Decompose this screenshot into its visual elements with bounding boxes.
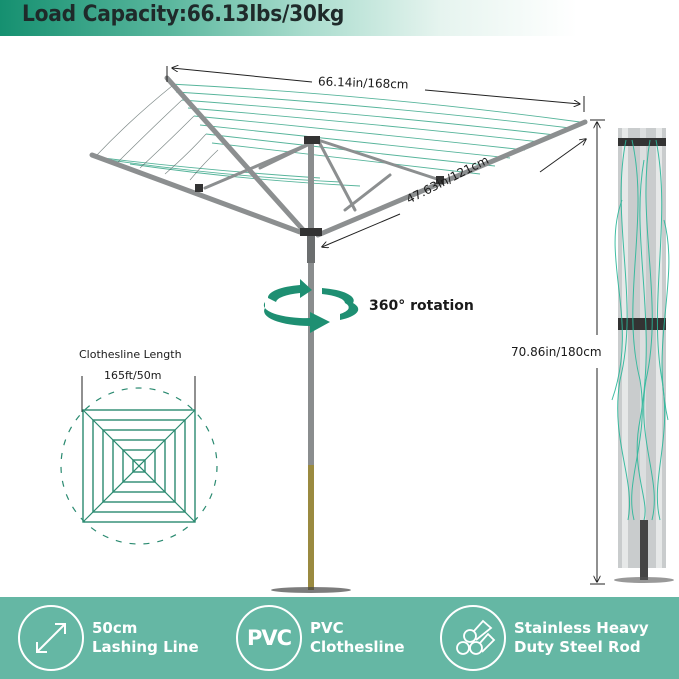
clothesline-drawing [60,36,674,593]
feature-pvc-clothesline: PVC PVC Clothesline [236,597,405,679]
feature-line2: Lashing Line [92,638,199,656]
clothesline-length-value: 165ft/50m [104,369,162,382]
clothesline-length-title: Clothesline Length [79,348,182,361]
diagonal-arrow-icon [18,605,84,671]
height-dimension: 70.86in/180cm [511,345,602,359]
feature-line1: 50cm [92,619,138,637]
load-capacity-title: Load Capacity:66.13lbs/30kg [22,2,345,27]
feature-line1: PVC [310,619,344,637]
feature-lashing-line: 50cm Lashing Line [18,597,199,679]
line-grid-icon [60,376,218,545]
features-banner: 50cm Lashing Line PVC PVC Clothesline St… [0,597,679,679]
feature-steel-rod: Stainless Heavy Duty Steel Rod [440,597,649,679]
header-banner: Load Capacity:66.13lbs/30kg [0,0,679,36]
steel-rods-icon [440,605,506,671]
pvc-icon: PVC [236,605,302,671]
rotate-360-icon [263,279,359,333]
rotation-label: 360° rotation [369,298,474,314]
feature-line2: Clothesline [310,638,405,656]
product-illustration: 66.14in/168cm 47.63in/121cm 70.86in/180c… [0,36,679,596]
feature-line2: Duty Steel Rod [514,638,641,656]
feature-line1: Stainless Heavy [514,619,649,637]
